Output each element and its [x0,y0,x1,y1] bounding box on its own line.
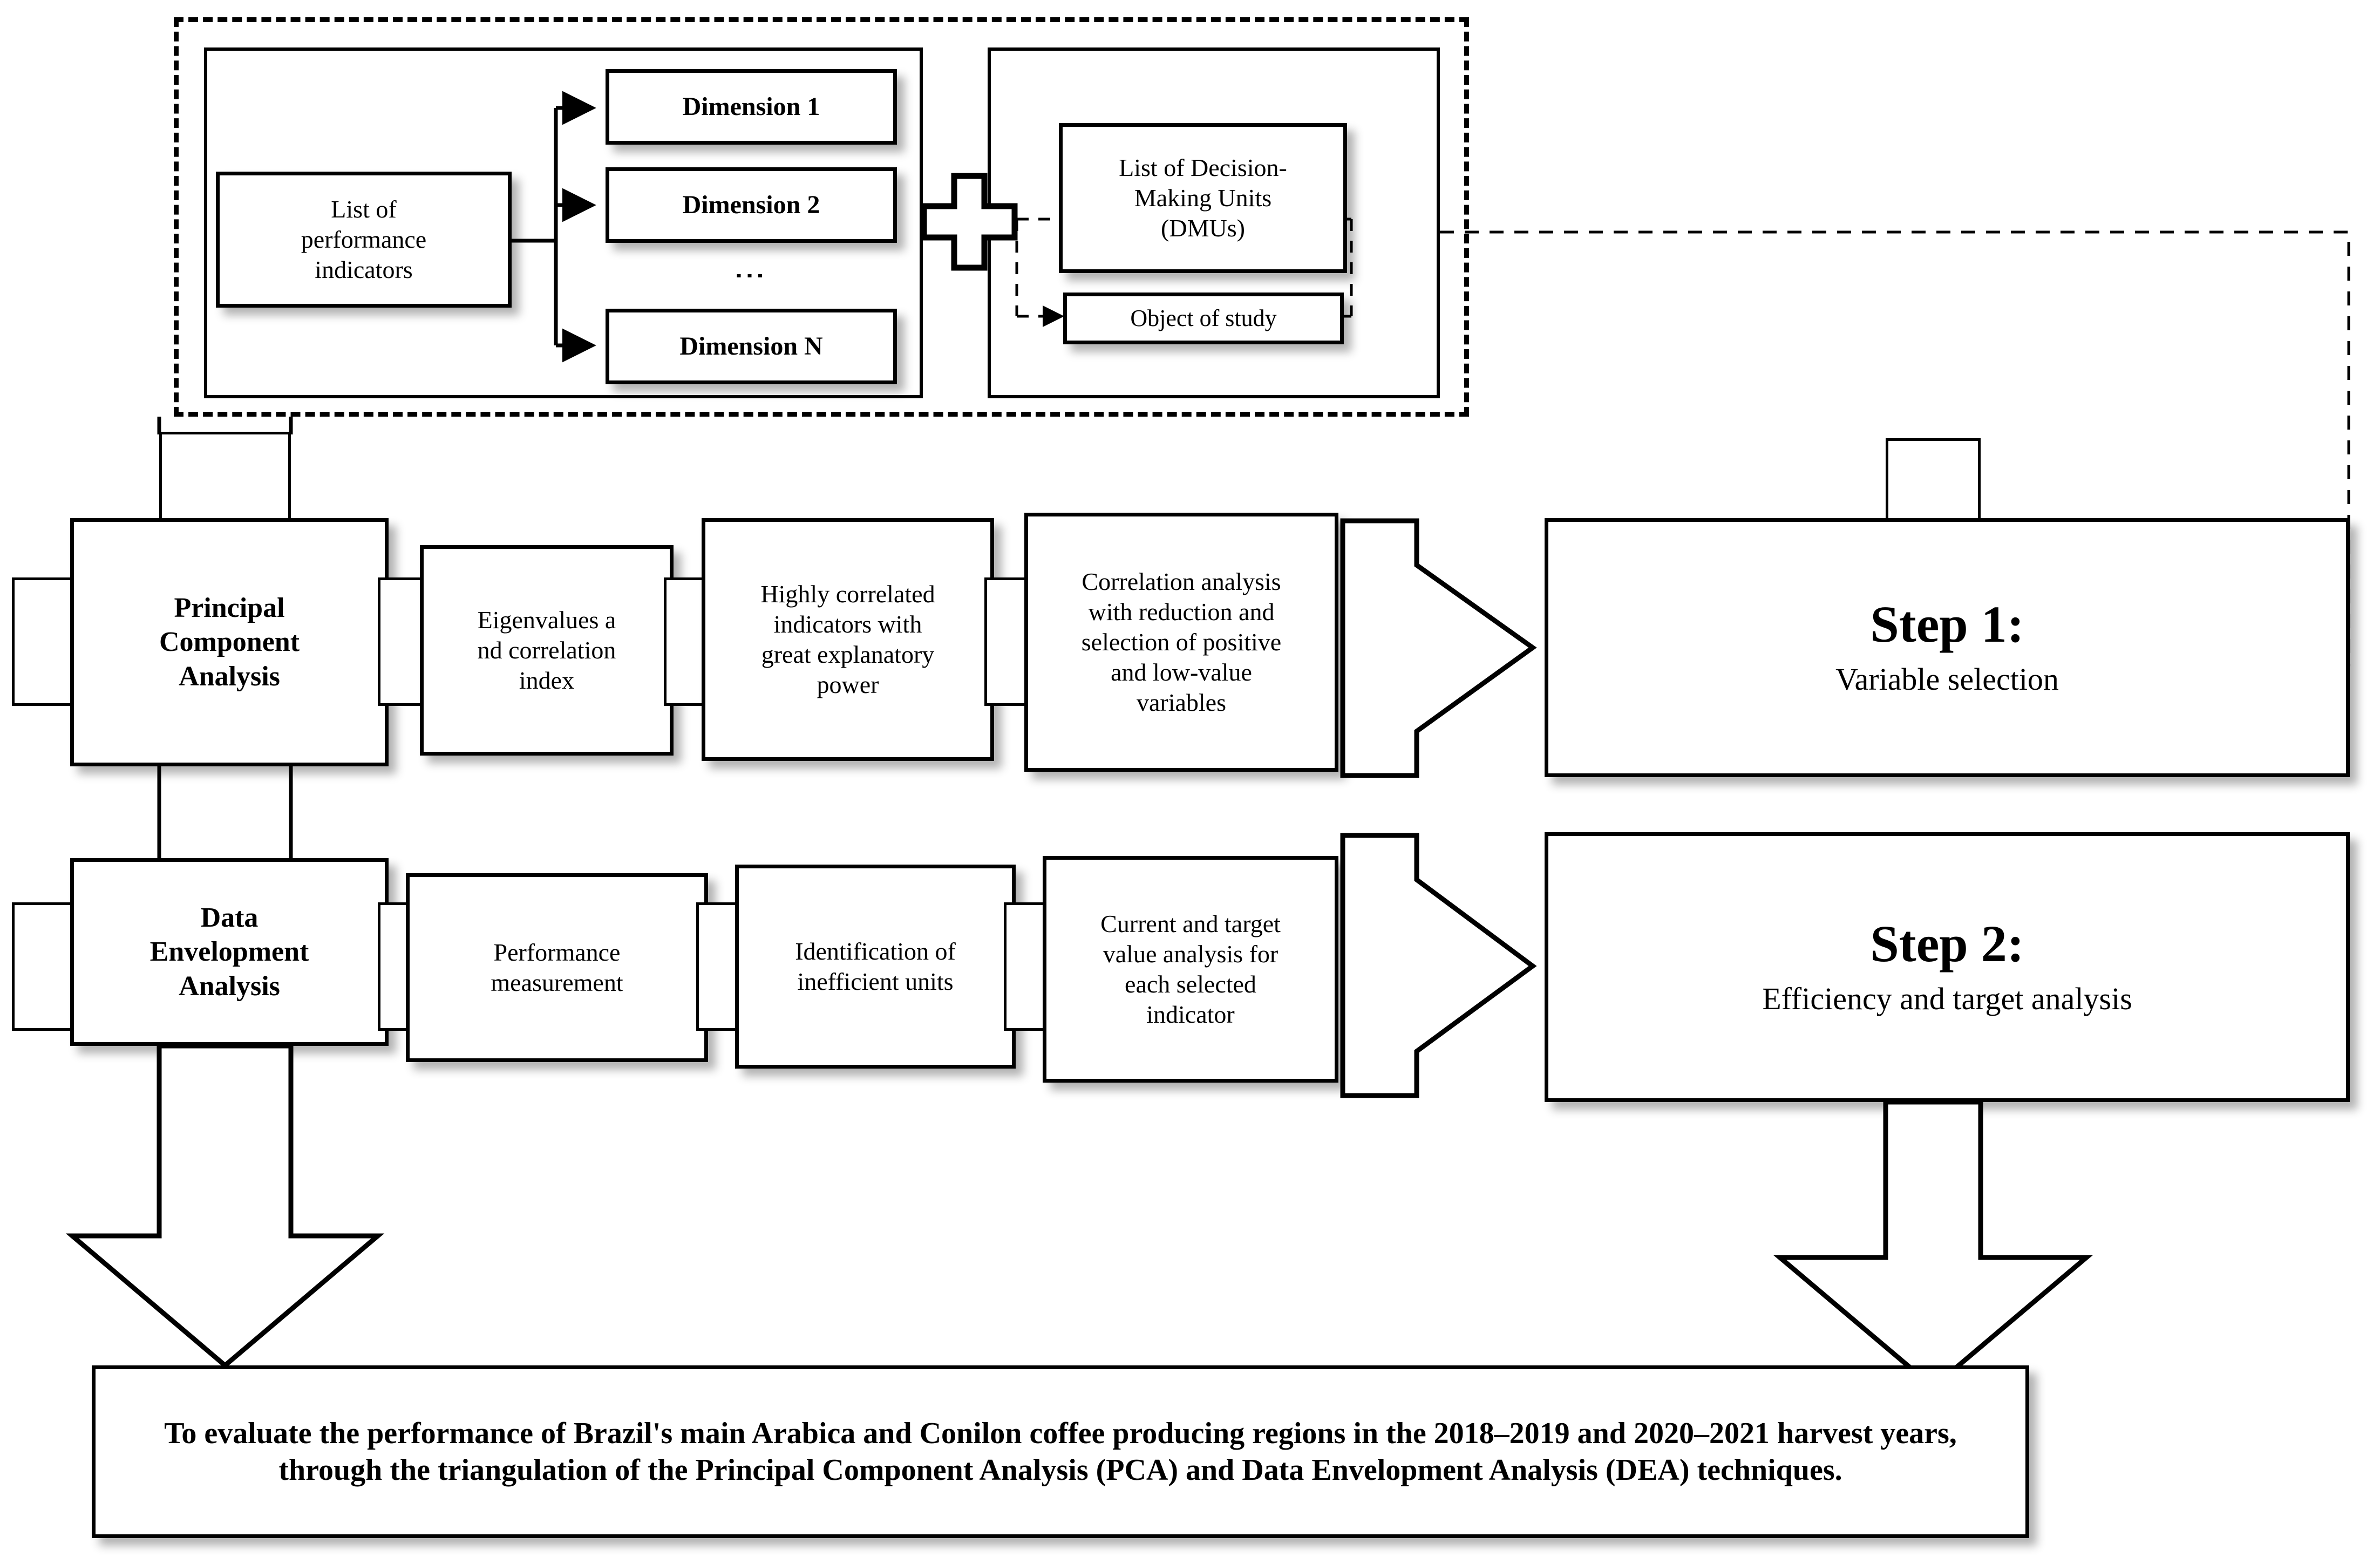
dimension-2-label: Dimension 2 [682,190,820,219]
dimension-1-label: Dimension 1 [682,92,820,121]
pca-step-2-box[interactable]: Highly correlated indicators with great … [702,518,994,761]
dea-step-2-box[interactable]: Identification of inefficient units [735,865,1016,1069]
pca-method-box[interactable]: Principal Component Analysis [70,518,389,766]
step-2-subtitle: Efficiency and target analysis [1762,981,2132,1016]
dmu-label: List of Decision- Making Units (DMUs) [1119,153,1287,242]
arrow-pca-to-step1 [1340,518,1537,778]
step-2-box[interactable]: Step 2: Efficiency and target analysis [1545,832,2350,1102]
conclusion-text: To evaluate the performance of Brazil's … [164,1416,1957,1487]
dea-method-box[interactable]: Data Envelopment Analysis [70,858,389,1046]
dimension-ellipsis: ⋮ [729,244,772,308]
object-of-study-label: Object of study [1130,305,1277,332]
indicators-label: List of performance indicators [301,195,427,284]
list-of-dmus-box[interactable]: List of Decision- Making Units (DMUs) [1059,123,1347,273]
step1-top-tab [1886,438,1981,525]
pca-top-tab [159,432,291,523]
pca-step-1-box[interactable]: Eigenvalues a nd correlation index [420,545,674,756]
dimension-2-box[interactable]: Dimension 2 [606,167,897,243]
step-1-subtitle: Variable selection [1835,661,2059,697]
dimension-n-box[interactable]: Dimension N [606,309,897,384]
dea-method-label: Data Envelopment Analysis [149,902,309,1002]
plus-symbol [921,173,1018,271]
dea-step-3-box[interactable]: Current and target value analysis for ea… [1043,856,1338,1083]
step-2-heading: Step 2: [1870,914,2024,973]
top-dashed-group [174,17,1469,417]
pca-step-3-label: Correlation analysis with reduction and … [1081,567,1282,717]
dea-step-1-label: Performance measurement [491,938,623,996]
pca-step-2-label: Highly correlated indicators with great … [760,580,935,699]
dimension-n-label: Dimension N [679,331,823,361]
pca-method-label: Principal Component Analysis [159,592,300,692]
ellipsis-glyph: ⋮ [732,260,768,291]
arrow-step2-to-conclusion [1773,1099,2093,1390]
dea-step-1-box[interactable]: Performance measurement [406,873,708,1062]
object-of-study-box[interactable]: Object of study [1063,293,1344,344]
dea-step-2-label: Identification of inefficient units [795,937,956,995]
pca-step-1-label: Eigenvalues a nd correlation index [477,606,616,695]
pca-step-3-box[interactable]: Correlation analysis with reduction and … [1024,513,1338,772]
dea-step-3-label: Current and target value analysis for ea… [1100,909,1281,1029]
arrow-dea-to-step2 [1340,833,1537,1098]
dimension-1-box[interactable]: Dimension 1 [606,69,897,145]
list-of-performance-indicators-box[interactable]: List of performance indicators [216,172,512,308]
step-1-box[interactable]: Step 1: Variable selection [1545,518,2350,777]
step-1-heading: Step 1: [1870,595,2024,653]
arrow-dea-to-conclusion [65,1043,385,1369]
conclusion-box[interactable]: To evaluate the performance of Brazil's … [92,1365,2029,1538]
